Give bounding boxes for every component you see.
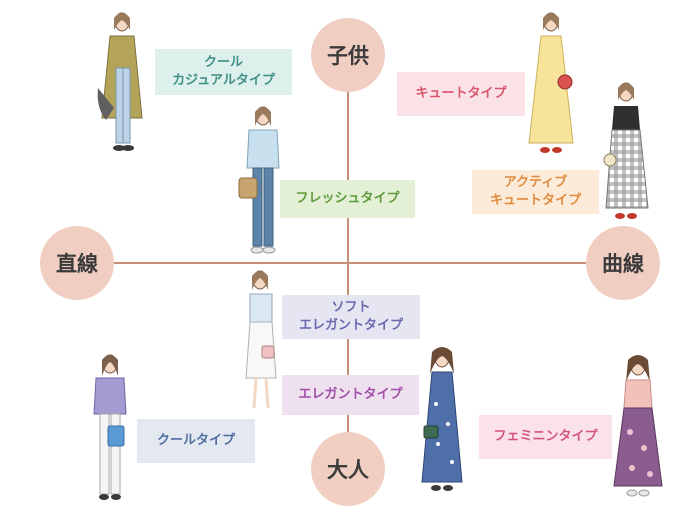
figure-feminine-illustration (613, 355, 663, 497)
axis-bottom-circle: 大人 (311, 432, 385, 506)
label-cool-casual: クール カジュアルタイプ (155, 49, 292, 95)
label-active-cute-line2: キュートタイプ (489, 193, 581, 208)
axis-top-label: 子供 (327, 44, 369, 68)
figure-soft-elegant-illustration (245, 270, 277, 409)
label-cool-casual-line1: クール (203, 55, 243, 71)
label-active-cute: アクティブ キュートタイプ (472, 170, 599, 214)
label-soft-elegant: ソフト エレガントタイプ (282, 295, 420, 339)
figure-elegant-illustration (421, 347, 463, 491)
label-feminine: フェミニンタイプ (479, 415, 612, 459)
axis-bottom-label: 大人 (327, 458, 369, 482)
label-cute: キュートタイプ (397, 72, 525, 116)
horizontal-axis-line (85, 262, 625, 264)
axis-left-circle: 直線 (40, 226, 114, 300)
label-soft-elegant-line1: ソフト (331, 300, 371, 316)
label-elegant: エレガントタイプ (282, 375, 419, 415)
figure-cute-illustration (528, 12, 574, 153)
label-cool: クールタイプ (137, 419, 255, 463)
label-feminine-text: フェミニンタイプ (493, 429, 598, 445)
label-soft-elegant-line2: エレガントタイプ (298, 318, 403, 333)
label-cute-text: キュートタイプ (415, 86, 507, 102)
vertical-axis-line (347, 60, 349, 470)
label-cool-casual-line2: カジュアルタイプ (172, 73, 275, 88)
label-fresh-text: フレッシュタイプ (295, 191, 400, 207)
axis-right-label: 曲線 (602, 252, 644, 276)
label-fresh: フレッシュタイプ (280, 180, 415, 218)
label-elegant-text: エレガントタイプ (298, 387, 403, 403)
figure-active-cute-illustration (603, 82, 649, 219)
label-cool-text: クールタイプ (156, 433, 235, 449)
label-active-cute-line1: アクティブ (503, 175, 568, 191)
figure-cool-illustration (93, 354, 127, 500)
figure-fresh-illustration (238, 106, 280, 254)
figure-cool-casual-illustration (97, 12, 143, 151)
axis-left-label: 直線 (56, 252, 98, 276)
axis-right-circle: 曲線 (586, 226, 660, 300)
axis-top-circle: 子供 (311, 18, 385, 92)
